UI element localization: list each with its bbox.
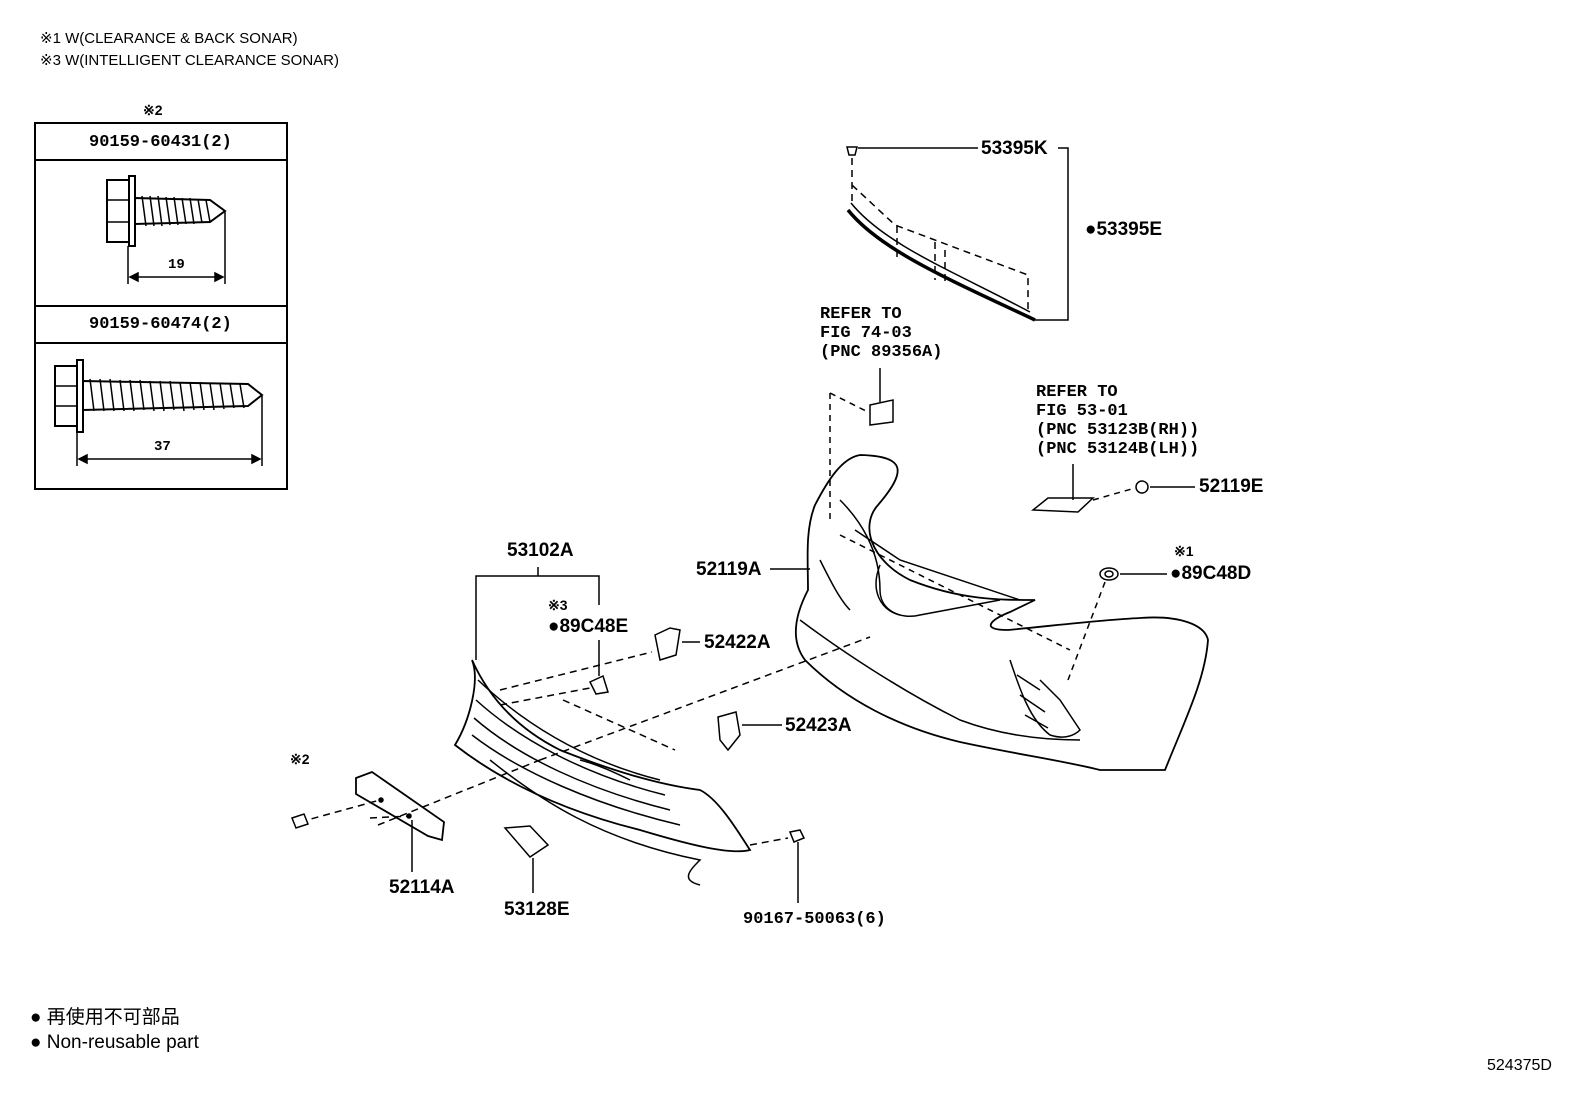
- legend-english: ● Non-reusable part: [30, 1032, 199, 1053]
- screw-long-icon: [54, 359, 264, 466]
- label-89C48D: ●89C48D: [1170, 563, 1252, 584]
- screw2-part-number: 90159-60474(2): [89, 315, 232, 334]
- clip-52119E: [1135, 480, 1195, 494]
- detail-box-mark: ※2: [143, 102, 163, 118]
- cover-53128E: [503, 825, 550, 893]
- label-52119E: 52119E: [1199, 476, 1264, 497]
- screw-90167: [749, 829, 806, 903]
- non-reusable-dot-icon: ●: [548, 616, 560, 637]
- ref-74-03-line2: FIG 74-03: [820, 324, 912, 343]
- screw2-length: 37: [154, 439, 171, 455]
- ref-53-01-line3: (PNC 53123B(RH)): [1036, 421, 1200, 440]
- ref-53-01-line1: REFER TO: [1036, 383, 1118, 402]
- note-intelligent-clearance-sonar: ※3 W(INTELLIGENT CLEARANCE SONAR): [40, 52, 340, 69]
- non-reusable-dot-icon: ●: [30, 1007, 47, 1028]
- ref-53-01-part: [1030, 464, 1136, 513]
- label-52422A: 52422A: [704, 632, 771, 653]
- mark-2: ※2: [290, 751, 310, 767]
- non-reusable-dot-icon: ●: [1085, 219, 1097, 240]
- sensor-89C48D: [839, 534, 1167, 681]
- ref-74-03-line1: REFER TO: [820, 305, 902, 324]
- ref-74-03-part: [829, 368, 894, 520]
- label-89C48E: ●89C48E: [548, 616, 629, 637]
- detail-box-frame: [34, 122, 288, 490]
- legend-japanese: ● 再使用不可部品: [30, 1007, 180, 1028]
- bracket-52422A: [499, 627, 700, 751]
- seal-strip: [846, 146, 1069, 322]
- non-reusable-dot-icon: ●: [1170, 563, 1182, 584]
- note-clearance-back-sonar: ※1 W(CLEARANCE & BACK SONAR): [40, 30, 298, 47]
- screw-short-icon: [106, 175, 227, 284]
- ref-53-01-line2: FIG 53-01: [1036, 402, 1128, 421]
- label-52119A: 52119A: [696, 559, 762, 580]
- mark-1: ※1: [1174, 543, 1194, 559]
- label-53395K: 53395K: [981, 138, 1048, 159]
- bumper-cover: [794, 454, 1209, 771]
- label-53395E: ●53395E: [1085, 219, 1162, 240]
- label-53128E: 53128E: [504, 899, 570, 920]
- mark-3: ※3: [548, 597, 568, 613]
- label-52114A: 52114A: [389, 877, 455, 898]
- label-53102A: 53102A: [507, 540, 574, 561]
- ref-74-03-line3: (PNC 89356A): [820, 343, 943, 362]
- screw1-length: 19: [168, 257, 185, 273]
- bracket-52423A: [539, 636, 871, 761]
- figure-id: 524375D: [1487, 1057, 1552, 1074]
- non-reusable-dot-icon: ●: [30, 1032, 47, 1053]
- screw1-part-number: 90159-60431(2): [89, 133, 232, 152]
- label-90167-50063: 90167-50063(6): [743, 910, 886, 929]
- license-bracket: [291, 759, 541, 872]
- label-52423A: 52423A: [785, 715, 852, 736]
- ref-53-01-line4: (PNC 53124B(LH)): [1036, 440, 1200, 459]
- grille: [453, 567, 752, 886]
